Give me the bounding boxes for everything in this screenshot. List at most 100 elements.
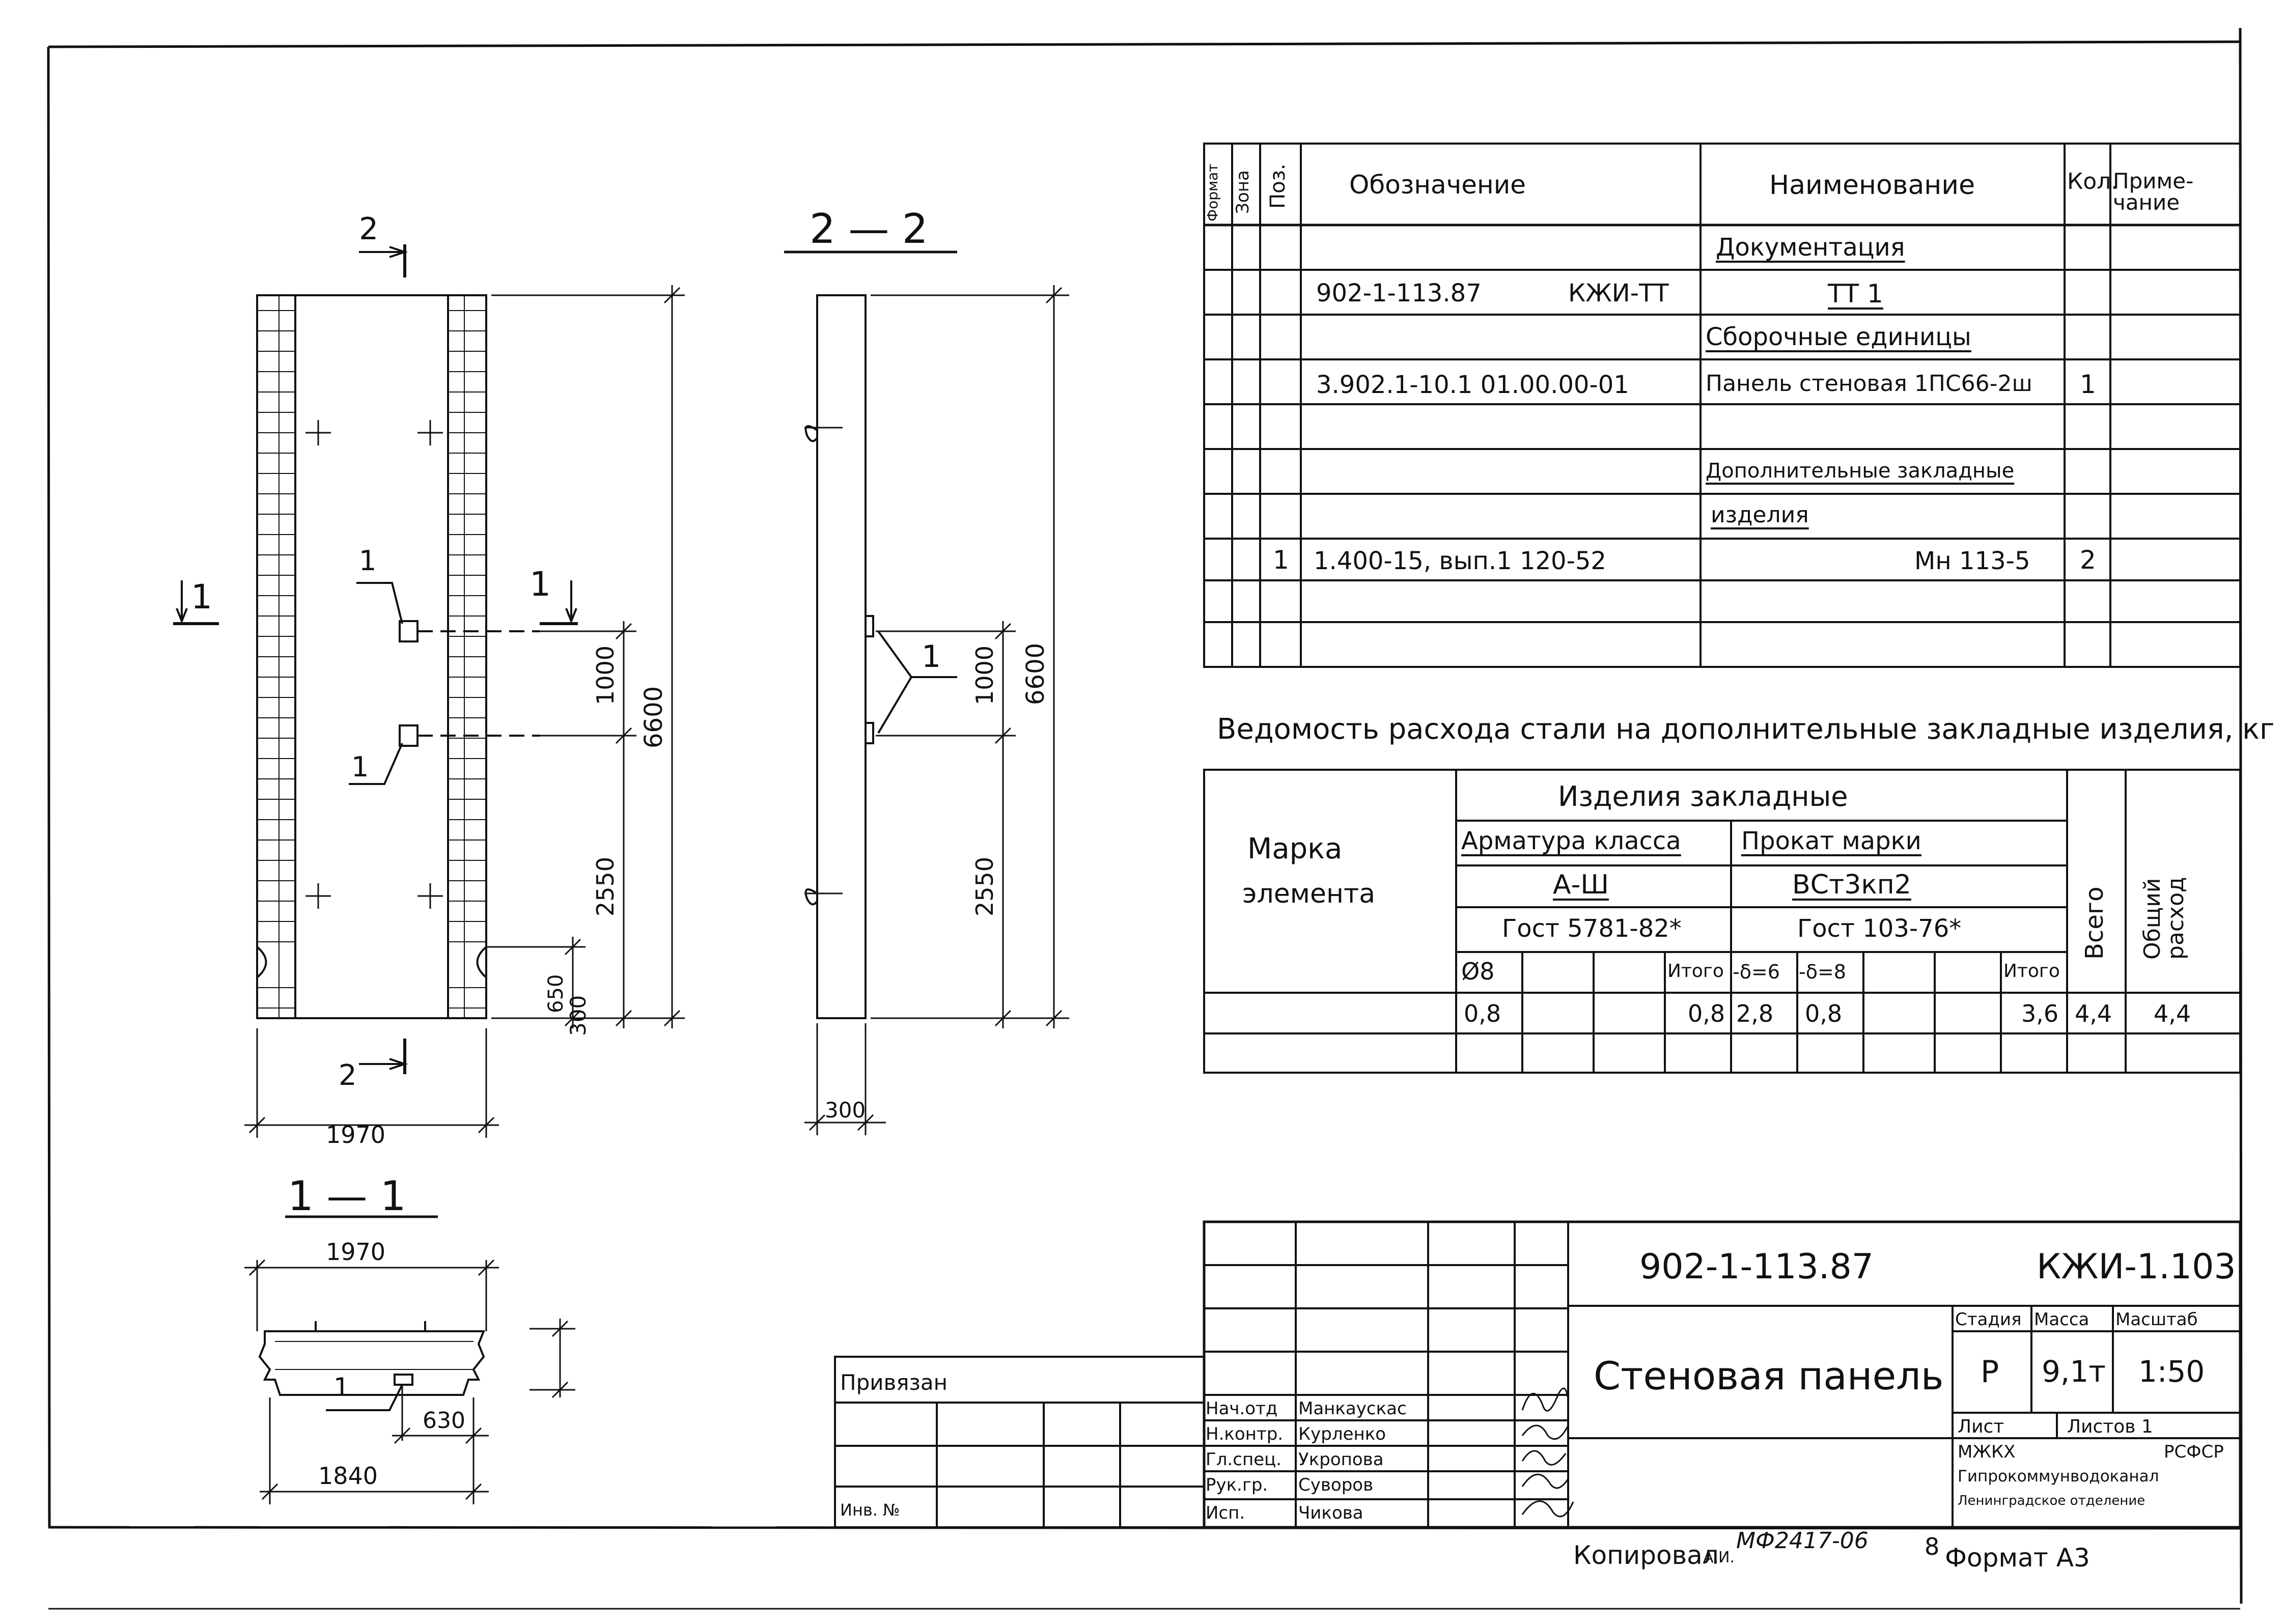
- role-label: Нач.отд: [1206, 1398, 1278, 1419]
- org-institute: Гипрокоммунводоканал: [1958, 1467, 2159, 1486]
- leader-label-section: 1: [333, 1373, 350, 1402]
- person-name: Чикова: [1298, 1503, 1363, 1523]
- cut-mark-1-left: 1: [191, 577, 212, 617]
- steel-value: 4,4: [2154, 1000, 2191, 1027]
- spec-row-plate-name: Мн 113-5: [1914, 547, 2030, 575]
- archive-number: МФ2417-06: [1736, 1528, 1869, 1554]
- leader-label-lower: 1: [351, 751, 369, 783]
- spec-row-panel-designation: 3.902.1-10.1 01.00.00-01: [1316, 371, 1629, 399]
- scale-label: Масштаб: [2115, 1309, 2198, 1330]
- signatures: [1521, 1387, 1574, 1518]
- steel-sub-header: Ø8: [1461, 958, 1495, 985]
- steel-rebar-header: Арматура класса: [1461, 827, 1681, 855]
- steel-table-grid: [1203, 769, 2241, 1074]
- person-name: Укропова: [1298, 1449, 1384, 1470]
- spec-row-items: изделия: [1711, 502, 1809, 528]
- person-name: Манкаускас: [1298, 1398, 1407, 1419]
- dim-section-thickness: 300: [566, 995, 591, 1036]
- steel-value: 0,8: [1805, 1000, 1843, 1027]
- spec-row-plate-pos: 1: [1273, 545, 1289, 575]
- dim-side-thickness: 300: [825, 1098, 866, 1123]
- cut-mark-2-top: 2: [359, 211, 379, 247]
- dim-side-2550: 2550: [971, 857, 998, 916]
- steel-total-header: Всего: [2080, 886, 2109, 960]
- steel-rebar-gost: Гост 5781-82*: [1502, 914, 1682, 943]
- copied-by: А.И.: [1703, 1549, 1735, 1566]
- dim-front-2550: 2550: [592, 857, 619, 916]
- role-label: Исп.: [1206, 1503, 1245, 1523]
- frame-left: [47, 46, 51, 1528]
- scale-value: 1:50: [2138, 1354, 2205, 1389]
- format-label: Формат А3: [1945, 1543, 2090, 1573]
- steel-rebar-class: А-Ш: [1553, 870, 1609, 900]
- steel-rolled-gost: Гост 103-76*: [1797, 914, 1962, 943]
- sheet-code: КЖИ-1.103: [2037, 1247, 2236, 1287]
- stage-value: Р: [1981, 1354, 1999, 1390]
- steel-table-title: Ведомость расхода стали на дополнительны…: [1217, 713, 2275, 746]
- spec-header-designation: Обозначение: [1349, 170, 1526, 200]
- steel-sub-header: Итого: [1667, 961, 1724, 982]
- org-republic: РСФСР: [2164, 1442, 2224, 1462]
- mass-label: Масса: [2034, 1309, 2089, 1330]
- spec-row-tt-suffix: КЖИ-ТТ: [1568, 279, 1669, 307]
- inv-label: Инв. №: [840, 1500, 900, 1520]
- cut-mark-1-right: 1: [530, 565, 551, 604]
- steel-value: 3,6: [2021, 1000, 2059, 1027]
- role-label: Рук.гр.: [1206, 1475, 1268, 1495]
- mass-value: 9,1т: [2042, 1354, 2106, 1389]
- spec-header-note: Приме-чание: [2113, 169, 2194, 215]
- dim-side-height: 6600: [1021, 643, 1050, 705]
- spec-header-zone: Зона: [1233, 170, 1253, 214]
- steel-rolled-header: Прокат марки: [1741, 827, 1921, 855]
- dim-front-width: 1970: [326, 1121, 385, 1149]
- steel-overall-header: Общий расход: [2139, 877, 2189, 960]
- steel-value: 4,4: [2075, 1000, 2112, 1027]
- spec-row-assembly-units: Сборочные единицы: [1706, 323, 1971, 351]
- dim-section-width: 1970: [326, 1238, 385, 1266]
- frame-top: [48, 40, 2241, 48]
- spec-row-panel-qty: 1: [2080, 370, 2096, 399]
- section-2-2-title: 2 — 2: [810, 205, 928, 253]
- leader-label-side: 1: [922, 639, 941, 675]
- role-label: Гл.спец.: [1206, 1449, 1282, 1470]
- sheets-label: Листов 1: [2067, 1416, 2153, 1437]
- spec-row-additional: Дополнительные закладные: [1706, 459, 2015, 483]
- org-branch: Ленинградское отделение: [1958, 1493, 2145, 1508]
- dim-front-650: 650: [544, 974, 568, 1013]
- panel-front-view: [173, 244, 685, 1138]
- dim-section-bottom: 1840: [318, 1462, 378, 1490]
- steel-sub-header: -δ=6: [1733, 961, 1780, 983]
- spec-header-name: Наименование: [1769, 170, 1975, 201]
- steel-mark-label-2: элемента: [1242, 879, 1376, 909]
- copied-label: Копировал: [1573, 1541, 1719, 1570]
- spec-table-grid: [1203, 143, 2241, 668]
- steel-group-header: Изделия закладные: [1558, 780, 1848, 813]
- spec-row-panel-name: Панель стеновая 1ПС66-2ш: [1706, 371, 2032, 397]
- steel-value: 0,8: [1464, 1000, 1501, 1027]
- doc-code: 902-1-113.87: [1639, 1247, 1874, 1287]
- org-ministry: МЖКХ: [1958, 1442, 2016, 1462]
- steel-mark-label-1: Марка: [1247, 832, 1343, 865]
- steel-rolled-grade: ВСт3кп2: [1792, 870, 1911, 900]
- spec-header-pos: Поз.: [1266, 163, 1290, 209]
- steel-sub-header: -δ=8: [1799, 961, 1846, 983]
- panel-side-view: [784, 250, 1069, 1135]
- dim-630: 630: [423, 1408, 465, 1434]
- dim-front-height: 6600: [639, 686, 668, 748]
- spec-row-plate-designation: 1.400-15, вып.1 120-52: [1314, 547, 1606, 575]
- dim-side-1000: 1000: [971, 646, 998, 705]
- spec-row-plate-qty: 2: [2080, 545, 2096, 575]
- role-label: Н.контр.: [1206, 1424, 1284, 1444]
- person-name: Курленко: [1298, 1424, 1386, 1444]
- spec-row-tt-designation: 902-1-113.87: [1316, 279, 1482, 307]
- spec-header-format: Формат: [1204, 163, 1221, 221]
- cut-mark-2-bottom: 2: [339, 1059, 357, 1092]
- spec-row-documentation: Документация: [1716, 233, 1905, 262]
- section-1-1-title: 1 — 1: [288, 1172, 406, 1220]
- page-number: 8: [1925, 1533, 1940, 1560]
- sheet-label: Лист: [1958, 1416, 2004, 1437]
- steel-value: 0,8: [1688, 1000, 1725, 1027]
- dim-front-1000: 1000: [592, 646, 619, 705]
